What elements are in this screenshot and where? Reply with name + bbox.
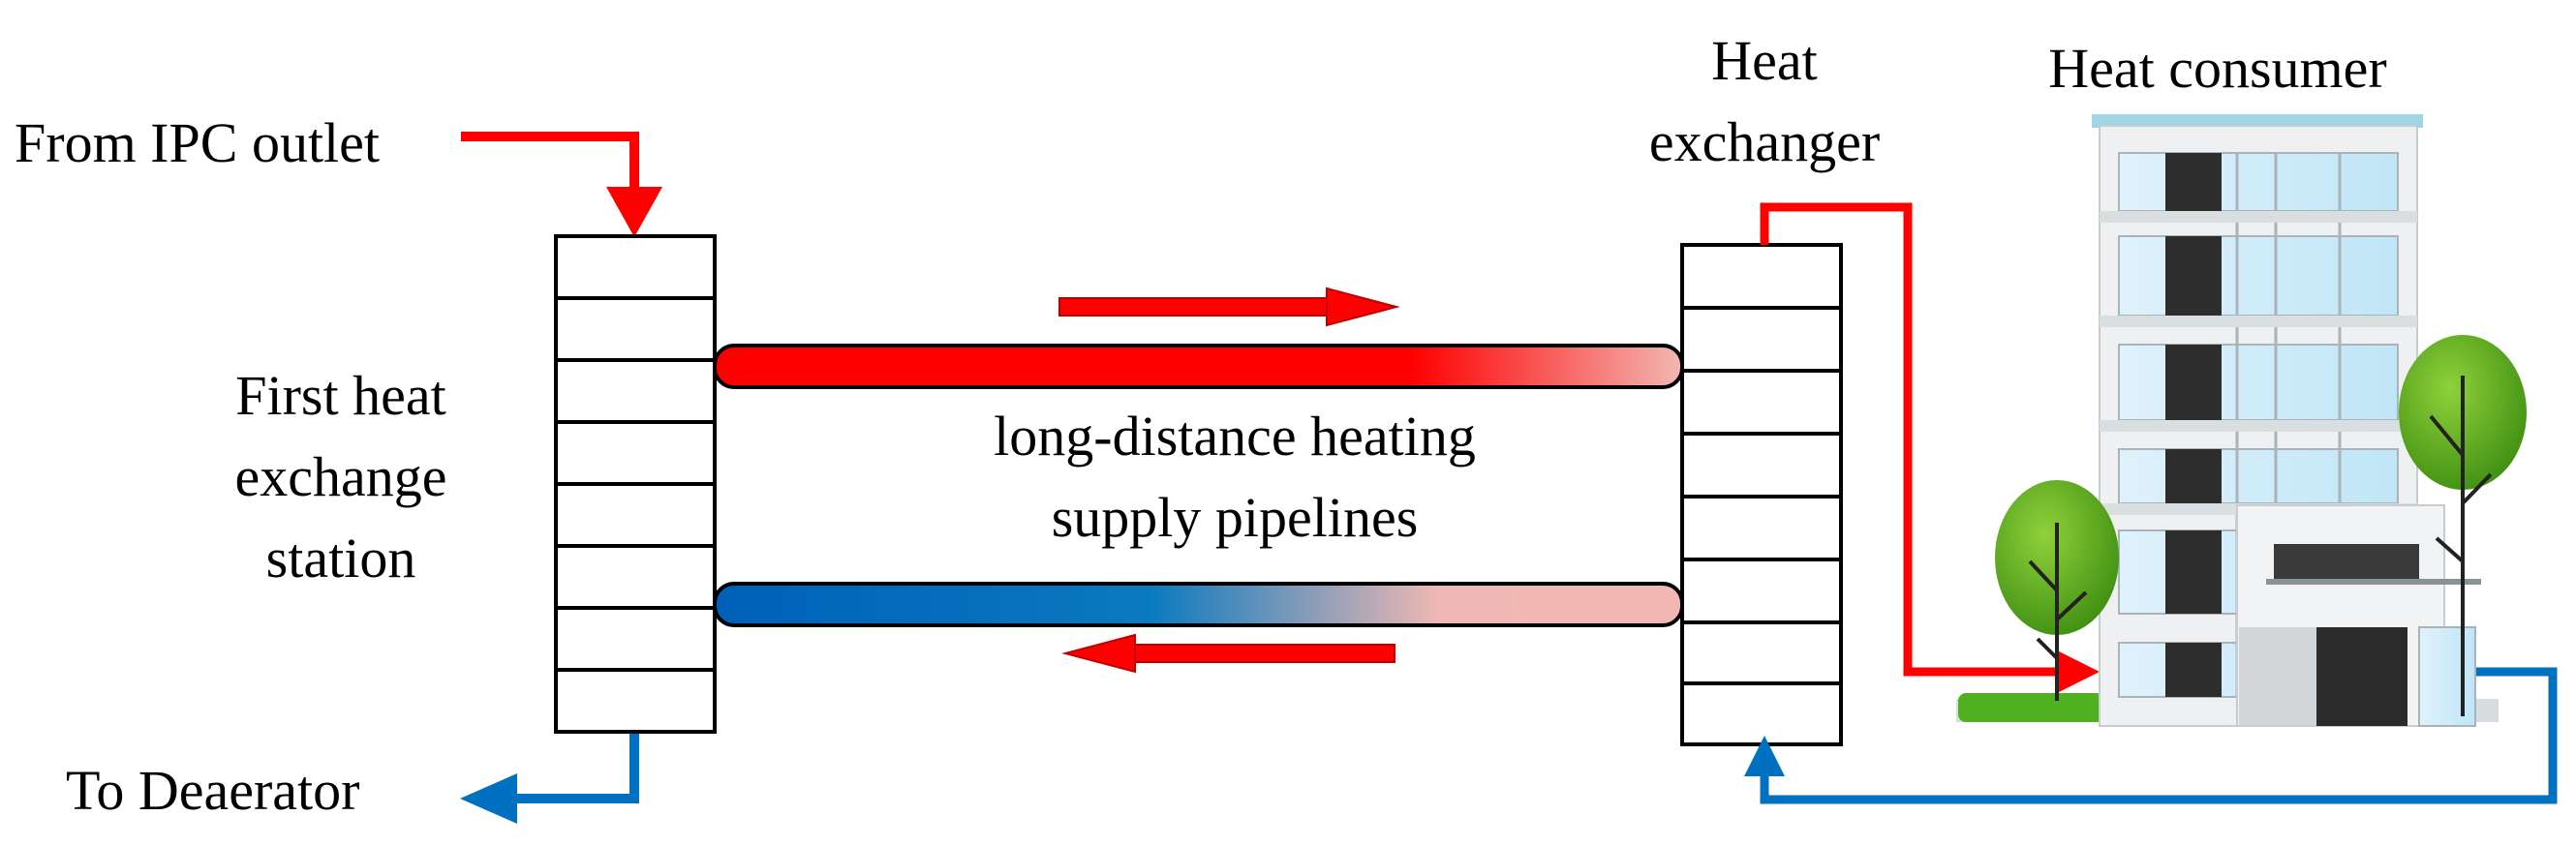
pipelines-label: long-distance heating supply pipelines [994, 405, 1476, 549]
heat-exchanger-label: Heat exchanger [1649, 29, 1880, 173]
return-pipe [713, 582, 1684, 627]
building-icon [1956, 114, 2499, 727]
return-flow-arrow [1061, 633, 1395, 674]
first-station-label-line1: First heat [235, 364, 445, 427]
pipelines-label-line1: long-distance heating [994, 405, 1476, 468]
heat-exchanger-label-line1: Heat [1711, 29, 1818, 92]
first-station-label-line2: exchange [235, 445, 447, 508]
first-station-label: First heat exchange station [235, 364, 447, 589]
tree-icon [2399, 335, 2527, 716]
first-heat-exchange-station [554, 234, 717, 734]
heat-exchanger [1680, 243, 1843, 746]
heat-exchanger-label-line2: exchanger [1649, 110, 1880, 173]
ipc-inlet-arrow [461, 132, 662, 237]
supply-pipe [713, 344, 1684, 389]
from-ipc-label: From IPC outlet [15, 111, 380, 174]
deaerator-outlet-arrow [460, 732, 639, 824]
tree-icon [1995, 480, 2119, 701]
consumer-supply-line [1760, 202, 2100, 694]
pipelines-label-line2: supply pipelines [1052, 486, 1419, 549]
consumer-return-line [1744, 667, 2558, 804]
heat-consumer-label: Heat consumer [2048, 37, 2386, 100]
to-deaerator-label: To Deaerator [66, 759, 359, 822]
first-station-label-line3: station [266, 527, 416, 589]
supply-flow-arrow [1058, 287, 1400, 327]
